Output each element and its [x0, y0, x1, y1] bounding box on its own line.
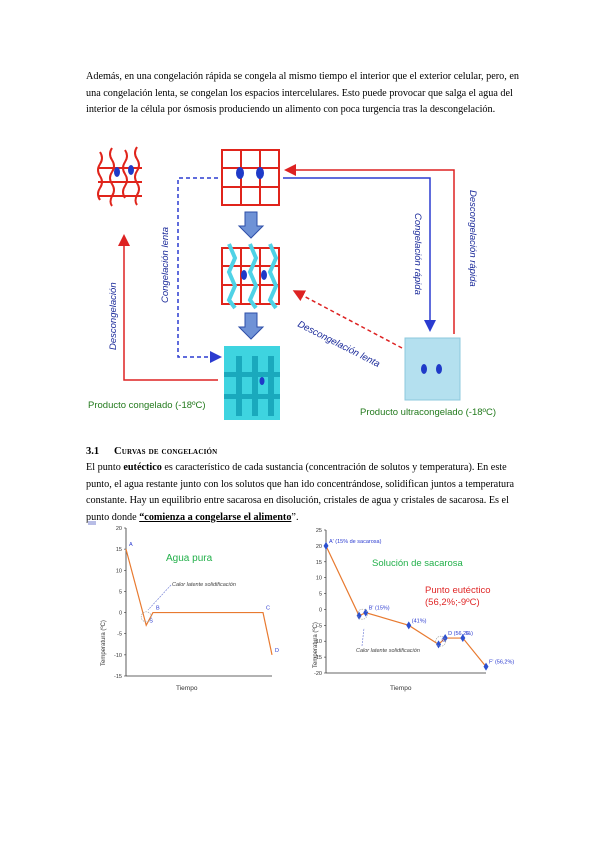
thaw-arrow: [118, 234, 218, 381]
y-tick-label: 20: [116, 526, 122, 532]
slow-freezing-arrow: [177, 177, 222, 363]
y-tick-label: 5: [319, 592, 322, 598]
eutectic-circle: [435, 635, 447, 647]
y-tick-label: -10: [314, 639, 322, 645]
label-producto-congelado: Producto congelado (-18ºC): [88, 400, 206, 411]
y-tick-label: 0: [319, 607, 322, 613]
label-descongelacion: Descongelación: [108, 282, 119, 350]
point-label: B: [156, 606, 160, 612]
data-point: [363, 608, 369, 617]
ultrafrozen-product-icon: [404, 337, 461, 401]
y-tick-label: 5: [119, 589, 122, 595]
data-point: [442, 634, 448, 643]
point-label: B' (15%): [369, 606, 390, 612]
chart2-annotation-line: [361, 627, 365, 647]
y-tick-label: -15: [314, 655, 322, 661]
freezing-diagram: Congelación lenta Congelación rápida Des…: [88, 146, 496, 420]
y-tick-label: -20: [314, 671, 322, 677]
supercooling-circle: [357, 608, 368, 620]
label-congelacion-lenta: Congelación lenta: [160, 227, 171, 303]
chart2-title: Solución de sacarosa: [372, 558, 464, 569]
y-tick-label: -5: [317, 623, 322, 629]
paragraph-eutectic: El punto eutéctico es característico de …: [86, 462, 515, 523]
y-tick-label: 25: [316, 528, 322, 534]
data-point: [460, 634, 466, 643]
chart1-annotation-line: [147, 584, 172, 611]
cells-icon: [221, 149, 280, 206]
y-tick-label: 20: [316, 544, 322, 550]
rapid-thaw-arrow: [284, 164, 455, 334]
data-point: [483, 662, 489, 671]
point-label: D: [275, 648, 279, 654]
y-tick-label: 10: [316, 576, 322, 582]
label-descongelacion-lenta: Descongelación lenta: [296, 319, 382, 370]
damaged-cells-icon: [97, 146, 142, 207]
chart2-eutectic-label: Punto eutéctico: [425, 585, 491, 596]
point-label: F' (56,2%): [489, 660, 514, 666]
frozen-product-icon: [224, 346, 280, 420]
chart2-annotation: Calor latente solidificación: [356, 648, 420, 654]
down-arrow-icon: [237, 211, 265, 239]
y-tick-label: 0: [119, 611, 122, 617]
slow-frozen-cells-icon: [221, 243, 280, 310]
y-tick-label: -5: [117, 632, 122, 638]
chart1-ylabel: Temperatura (ºC): [100, 620, 107, 666]
chart1-annotation: Calor latente solidificación: [172, 582, 236, 588]
series-line: [125, 548, 273, 655]
point-label: C': [442, 637, 447, 643]
point-label: (41%): [412, 618, 427, 624]
y-tick-label: 15: [116, 547, 122, 553]
underlined-phrase: “comienza a congelarse el alimento: [139, 511, 292, 523]
chart1-title: Agua pura: [166, 553, 213, 564]
chart2-ylabel: Temperatura (ºC): [312, 622, 319, 668]
y-tick-label: -15: [114, 674, 122, 680]
point-label: E: [466, 631, 470, 637]
label-descongelacion-rapida: Descongelación rápida: [467, 190, 478, 287]
slow-thaw-arrow: [292, 290, 403, 349]
label-producto-ultracongelado: Producto ultracongelado (-18ºC): [360, 407, 496, 418]
y-tick-label: 10: [116, 568, 122, 574]
section-number: 3.1: [86, 446, 100, 457]
legend-swatch: [88, 521, 96, 525]
down-arrow-icon: [237, 312, 265, 340]
section-heading: 3.1 Curvas de congelación: [86, 446, 217, 457]
data-point: [406, 621, 412, 630]
point-label: S: [149, 618, 153, 624]
section-title: Curvas de congelación: [114, 446, 218, 457]
chart1-xlabel: Tiempo: [176, 685, 198, 692]
label-congelacion-rapida: Congelación rápida: [412, 213, 423, 295]
chart-sacarosa: 25 20 15 10 5 0 -5 -10 -15 -20 A' (15% de sacarosa…: [312, 528, 514, 692]
paragraph-intro: Además, en una congelación rápida se con…: [86, 71, 519, 115]
chart2-xlabel: Tiempo: [390, 685, 412, 692]
data-point: [356, 611, 362, 620]
point-label: A' (15% de sacarosa): [329, 539, 382, 545]
data-point: [436, 640, 442, 649]
point-label: D (56,2%): [448, 631, 473, 637]
supercooling-circle: [140, 611, 152, 623]
y-tick-label: 15: [316, 560, 322, 566]
chart2-eutectic-values: (56,2%;-9ºC): [425, 597, 480, 608]
point-label: A: [129, 542, 133, 548]
chart-agua-pura: 20 15 10 5 0 -5 -10 -15 A SB C D Agua pura Calor la…: [88, 521, 279, 692]
y-tick-label: -10: [114, 653, 122, 659]
term-eutectico: eutéctico: [123, 462, 162, 473]
point-label: C: [266, 606, 270, 612]
rapid-freezing-arrow: [283, 177, 436, 332]
data-point: [323, 541, 329, 550]
